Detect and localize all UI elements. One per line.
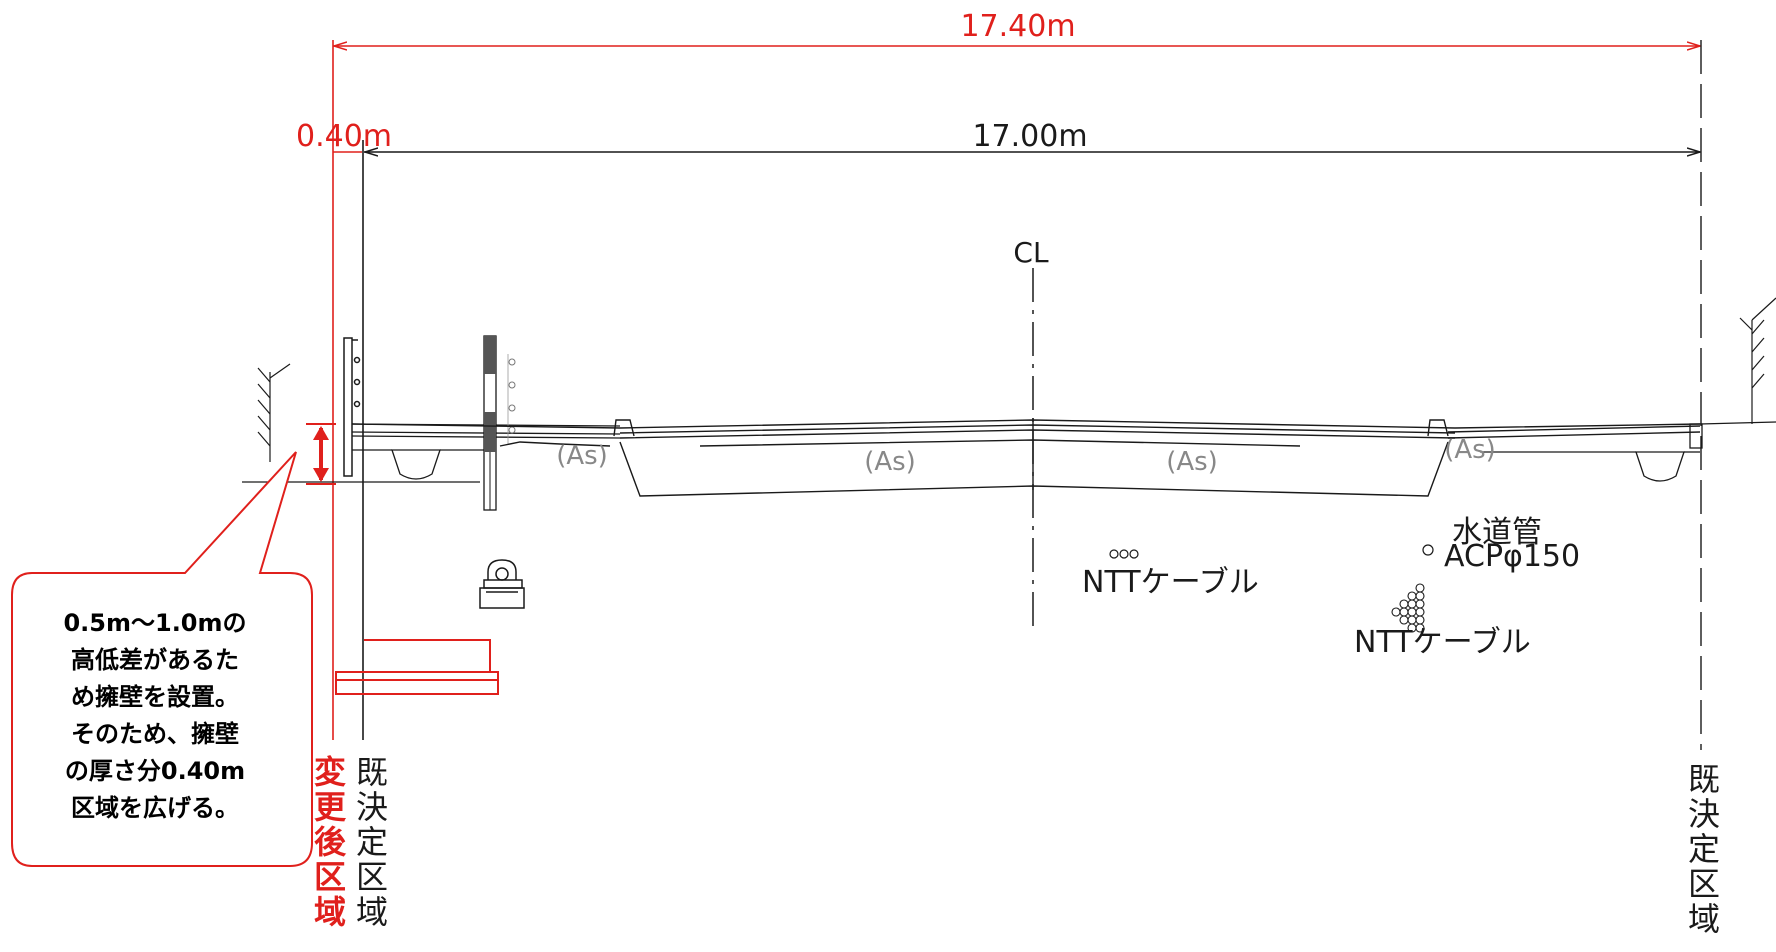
existing-area-char: 定 [1688,830,1720,868]
centerline: CL [1013,236,1049,630]
pavement-label: (As) [1444,435,1496,465]
changed-area-char: 域 [314,893,346,931]
existing-area-char: 域 [1688,900,1720,938]
ntt-cable-2: NTTケーブル [1354,583,1531,660]
existing-area-char: 定 [356,823,388,861]
left-ground [242,363,480,483]
dimension-total: 17.40m [333,9,1700,46]
drain-box [479,559,525,609]
pavement-label: (As) [1166,447,1218,477]
dimension-added: 0.40m [296,119,392,154]
pavement-labels: (As) (As) (As) (As) [556,435,1496,477]
height-difference-indicator [306,423,336,485]
road-surface [351,418,1701,497]
ntt-cable-1: NTTケーブル [1082,549,1259,600]
centerline-label: CL [1013,236,1049,269]
water-pipe: 水道管 ACPφ150 [1422,515,1580,574]
existing-area-char: 決 [1688,795,1720,833]
callout-line: 0.5m～1.0mの [63,609,247,637]
callout-bubble [11,451,313,867]
right-ground [1739,297,1776,424]
ntt-cable-1-label: NTTケーブル [1082,565,1259,600]
existing-area-char: 既 [1688,760,1720,798]
existing-area-char: 区 [356,858,388,896]
existing-area-label-right: 既 決 定 区 域 [1688,760,1720,938]
water-pipe-name: 水道管 [1452,515,1542,550]
changed-area-label: 変 更 後 区 域 [314,753,347,931]
existing-area-label-left: 既 決 定 区 域 [356,753,388,931]
dimension-existing-label: 17.00m [972,119,1087,154]
callout-line: め擁壁を設置。 [71,683,239,711]
callout-line: 高低差があるた [71,646,239,674]
callout-text: 0.5m～1.0mの 高低差があるた め擁壁を設置。 そのため、擁壁 の厚さ分0… [32,605,278,827]
callout-line: の厚さ分0.40m [64,757,246,785]
pavement-label: (As) [864,447,916,477]
retaining-wall [335,639,499,695]
callout-line: 区域を広げる。 [71,794,239,822]
existing-area-char: 区 [1688,865,1720,903]
existing-area-char: 域 [356,893,388,931]
pavement-label: (As) [556,441,608,471]
existing-area-char: 決 [356,788,388,826]
dimension-total-label: 17.40m [960,9,1075,44]
existing-area-char: 既 [356,753,388,791]
utility-pole [483,335,516,511]
changed-area-char: 変 [314,753,346,791]
callout-line: そのため、擁壁 [71,720,239,748]
right-sidewalk [1480,421,1776,482]
water-pipe-spec: ACPφ150 [1444,539,1580,574]
changed-area-char: 区 [314,858,346,896]
changed-area-char: 後 [314,823,347,861]
dimension-added-label: 0.40m [296,119,392,154]
dimension-existing: 17.00m [364,119,1700,154]
left-fence [343,337,361,477]
changed-area-char: 更 [314,788,347,826]
ntt-cable-2-label: NTTケーブル [1354,625,1531,660]
